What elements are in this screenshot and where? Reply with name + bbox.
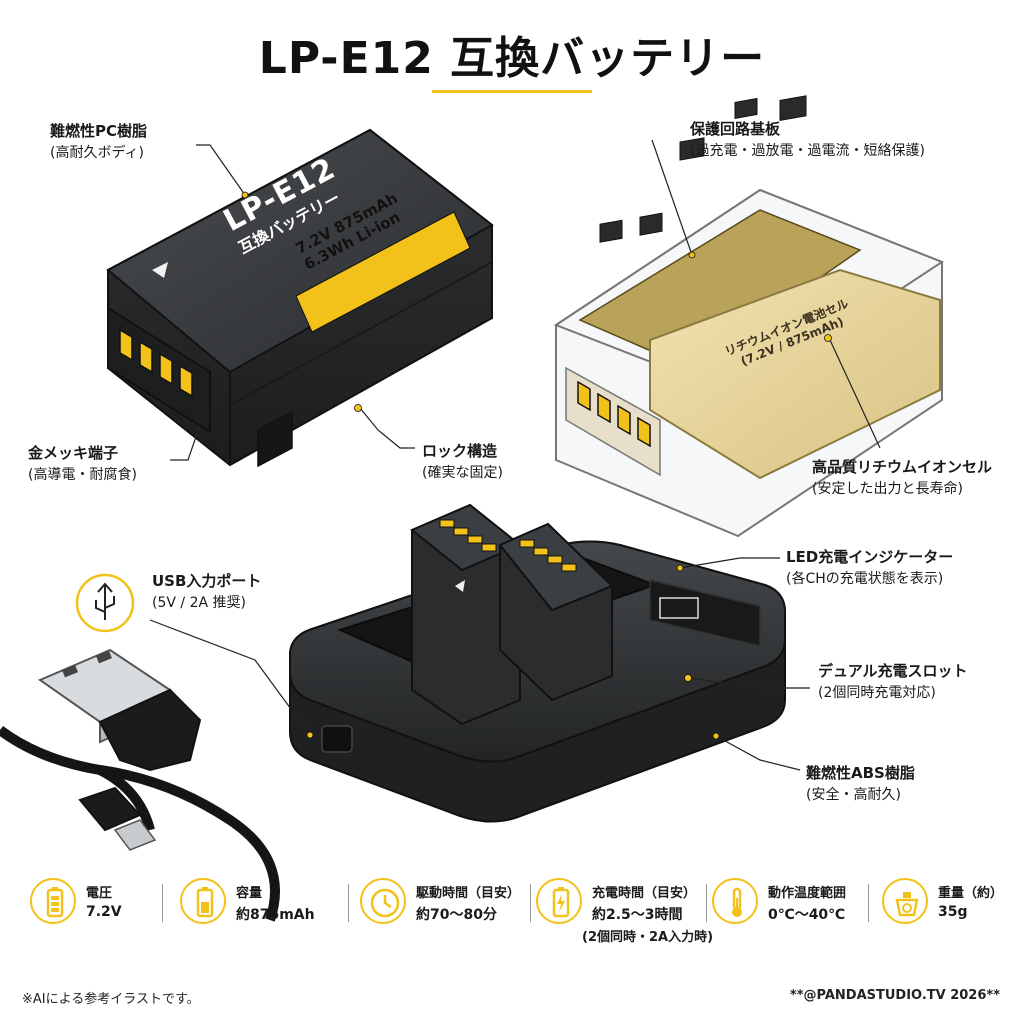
callout-led-main: LED充電インジケーター: [786, 548, 954, 566]
spec-capacity-value: 約875mAh: [236, 907, 315, 923]
spec-temperature-label: 動作温度範囲: [768, 886, 847, 901]
spec-runtime-label: 駆動時間（目安）: [416, 886, 521, 901]
callout-terminal: 金メッキ端子 (高導電・耐腐食): [28, 442, 137, 486]
dual-charger: [289, 503, 786, 823]
footer-credit: **@PANDASTUDIO.TV 2026**: [789, 988, 1000, 1003]
spec-temperature-value: 0℃〜40℃: [768, 907, 846, 923]
spec-separator: [348, 884, 349, 922]
spec-weight-label: 重量（約）: [938, 886, 1004, 901]
lithium-cell: [649, 268, 941, 480]
callout-slot-sub: (2個同時充電対応): [818, 685, 936, 701]
spec-weight-value: 35g: [938, 904, 968, 920]
spec-row: 電圧 7.2V 容量 約875mAh 駆動時間（目安） 約70〜80分 充電時間…: [30, 872, 1004, 952]
callout-lock-sub: (確実な固定): [422, 465, 503, 481]
spec-charge-time-label: 充電時間（目安）: [592, 886, 697, 901]
callout-body: 難燃性PC樹脂 (高耐久ボディ): [50, 120, 147, 164]
title-underline: [432, 90, 592, 93]
callout-abs: 難燃性ABS樹脂 (安全・高耐久): [806, 762, 915, 806]
callout-led: LED充電インジケーター (各CHの充電状態を表示): [786, 546, 953, 590]
spec-runtime: 駆動時間（目安） 約70〜80分: [360, 872, 530, 952]
usb-cable: [0, 648, 280, 922]
callout-body-main: 難燃性PC樹脂: [50, 122, 148, 140]
scale-icon: [882, 878, 928, 924]
led-battery-icon: [659, 597, 699, 619]
spec-runtime-value: 約70〜80分: [416, 907, 497, 923]
usb-port: [321, 725, 353, 753]
callout-body-sub: (高耐久ボディ): [50, 145, 144, 161]
arrow-mark-icon: [152, 262, 168, 278]
spec-capacity-label: 容量: [236, 886, 263, 901]
callout-cell-sub: (安定した出力と長寿命): [812, 481, 963, 497]
callout-cell-main: 高品質リチウムイオンセル: [812, 458, 993, 476]
usb-icon-badge: [75, 573, 135, 633]
battery-icon: [30, 878, 76, 924]
battery-cutaway: [553, 95, 945, 538]
callout-usb-main: USB入力ポート: [152, 572, 262, 590]
battery-pack: [106, 128, 494, 468]
usb-icon: [95, 582, 115, 620]
footer-disclaimer: ※AIによる参考イラストです。: [22, 992, 200, 1007]
callout-terminal-main: 金メッキ端子: [28, 444, 119, 462]
spec-charge-time: 充電時間（目安） 約2.5〜3時間 (2個同時・2A入力時): [536, 872, 716, 952]
callout-led-sub: (各CHの充電状態を表示): [786, 571, 944, 587]
callout-usb: USB入力ポート (5V / 2A 推奨): [152, 570, 261, 614]
battery-level-icon: [180, 878, 226, 924]
callout-usb-sub: (5V / 2A 推奨): [152, 595, 246, 611]
spec-separator: [706, 884, 707, 922]
callout-slot: デュアル充電スロット (2個同時充電対応): [818, 660, 968, 704]
spec-capacity: 容量 約875mAh: [180, 872, 350, 952]
callout-terminal-sub: (高導電・耐腐食): [28, 467, 137, 483]
spec-charge-time-value: 約2.5〜3時間: [592, 907, 683, 923]
callout-cell: 高品質リチウムイオンセル (安定した出力と長寿命): [812, 456, 992, 500]
charging-icon: [536, 878, 582, 924]
callout-abs-main: 難燃性ABS樹脂: [806, 764, 915, 782]
spec-voltage-value: 7.2V: [86, 904, 122, 920]
spec-voltage-label: 電圧: [86, 886, 113, 901]
spec-voltage: 電圧 7.2V: [30, 872, 170, 952]
callout-pcb-sub: (過充電・過放電・過電流・短絡保護): [690, 143, 925, 159]
spec-separator: [530, 884, 531, 922]
spec-temperature: 動作温度範囲 0℃〜40℃: [712, 872, 872, 952]
spec-separator: [162, 884, 163, 922]
thermometer-icon: [712, 878, 758, 924]
callout-lock: ロック構造 (確実な固定): [422, 440, 503, 484]
spec-separator: [868, 884, 869, 922]
callout-lines: [149, 139, 881, 771]
spec-charge-time-note: (2個同時・2A入力時): [582, 930, 714, 945]
lock-notch: [257, 410, 293, 468]
clock-icon: [360, 878, 406, 924]
battery-terminals: [119, 328, 193, 398]
callout-pcb: 保護回路基板 (過充電・過放電・過電流・短絡保護): [690, 118, 925, 162]
led-indicator-panel: [649, 579, 761, 647]
callout-pcb-main: 保護回路基板: [690, 120, 781, 138]
callout-lock-main: ロック構造: [422, 442, 498, 460]
callout-abs-sub: (安全・高耐久): [806, 787, 901, 803]
spec-weight: 重量（約） 35g: [882, 872, 1004, 952]
page-title: LP-E12 互換バッテリー: [258, 33, 766, 84]
callout-slot-main: デュアル充電スロット: [818, 662, 968, 680]
